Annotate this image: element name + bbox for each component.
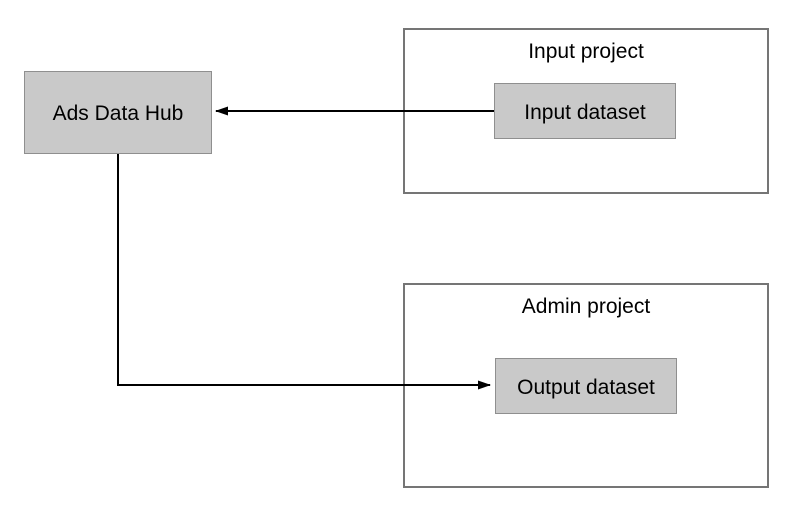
- ads-data-hub-label: Ads Data Hub: [53, 102, 184, 125]
- edge-ads-data-hub-to-output-dataset: [117, 154, 491, 390]
- node-ads-data-hub: Ads Data Hub: [24, 71, 212, 154]
- output-dataset-label: Output dataset: [517, 376, 655, 399]
- input-dataset-box: [494, 83, 676, 139]
- node-input-dataset: Input dataset: [494, 83, 676, 139]
- ads-data-hub-box: [24, 71, 212, 154]
- output-dataset-box: [495, 358, 677, 414]
- admin-project-label: Admin project: [522, 295, 651, 318]
- node-output-dataset: Output dataset: [495, 358, 677, 414]
- input-dataset-label: Input dataset: [524, 101, 646, 124]
- input-project-label: Input project: [528, 40, 644, 63]
